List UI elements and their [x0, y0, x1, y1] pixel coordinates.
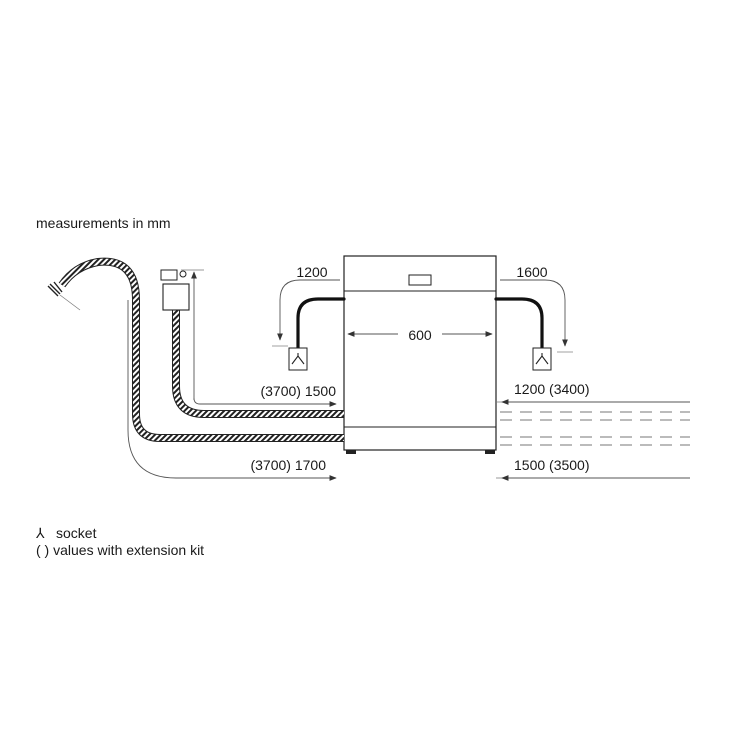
siphon-connector [162, 283, 190, 311]
drain-hose-outer-stripes [59, 258, 344, 441]
legend-socket-symbol: ⅄ [35, 525, 45, 541]
supply-1500-label: 1500 (3500) [514, 457, 590, 473]
display-panel [408, 274, 432, 286]
left-supply-pipe [296, 297, 346, 350]
left-socket-box [288, 347, 308, 371]
measurements-title: measurements in mm [36, 215, 171, 231]
dishwasher [343, 255, 497, 454]
legend-extension-text: ( ) values with extension kit [36, 542, 204, 558]
hose-end-line [59, 294, 81, 311]
legend-socket-text: socket [56, 525, 97, 541]
foot-left [346, 450, 356, 454]
supply-1200-label: 1200 (3400) [514, 381, 590, 397]
right-top-arrow [500, 279, 568, 347]
right-socket-icon [535, 353, 549, 365]
width-label: 600 [408, 327, 432, 343]
drain-1500-label: (3700) 1500 [260, 383, 336, 399]
dishwasher-body [343, 255, 497, 451]
siphon-nut [179, 270, 187, 278]
right-top-label: 1600 [516, 264, 547, 280]
drain-1700-arrow [127, 300, 337, 481]
drain-1700-label: (3700) 1700 [250, 457, 326, 473]
drain-1500-arrow [193, 397, 337, 407]
foot-right [485, 450, 495, 454]
left-socket-icon [291, 353, 305, 365]
drain-hose-inner-stripes [173, 310, 344, 417]
left-top-label: 1200 [296, 264, 327, 280]
right-supply-pipe [494, 297, 544, 350]
siphon-cap [160, 269, 178, 281]
hose-end-nozzle [47, 281, 63, 297]
left-top-arrow [277, 279, 340, 341]
right-socket-box [532, 347, 552, 371]
